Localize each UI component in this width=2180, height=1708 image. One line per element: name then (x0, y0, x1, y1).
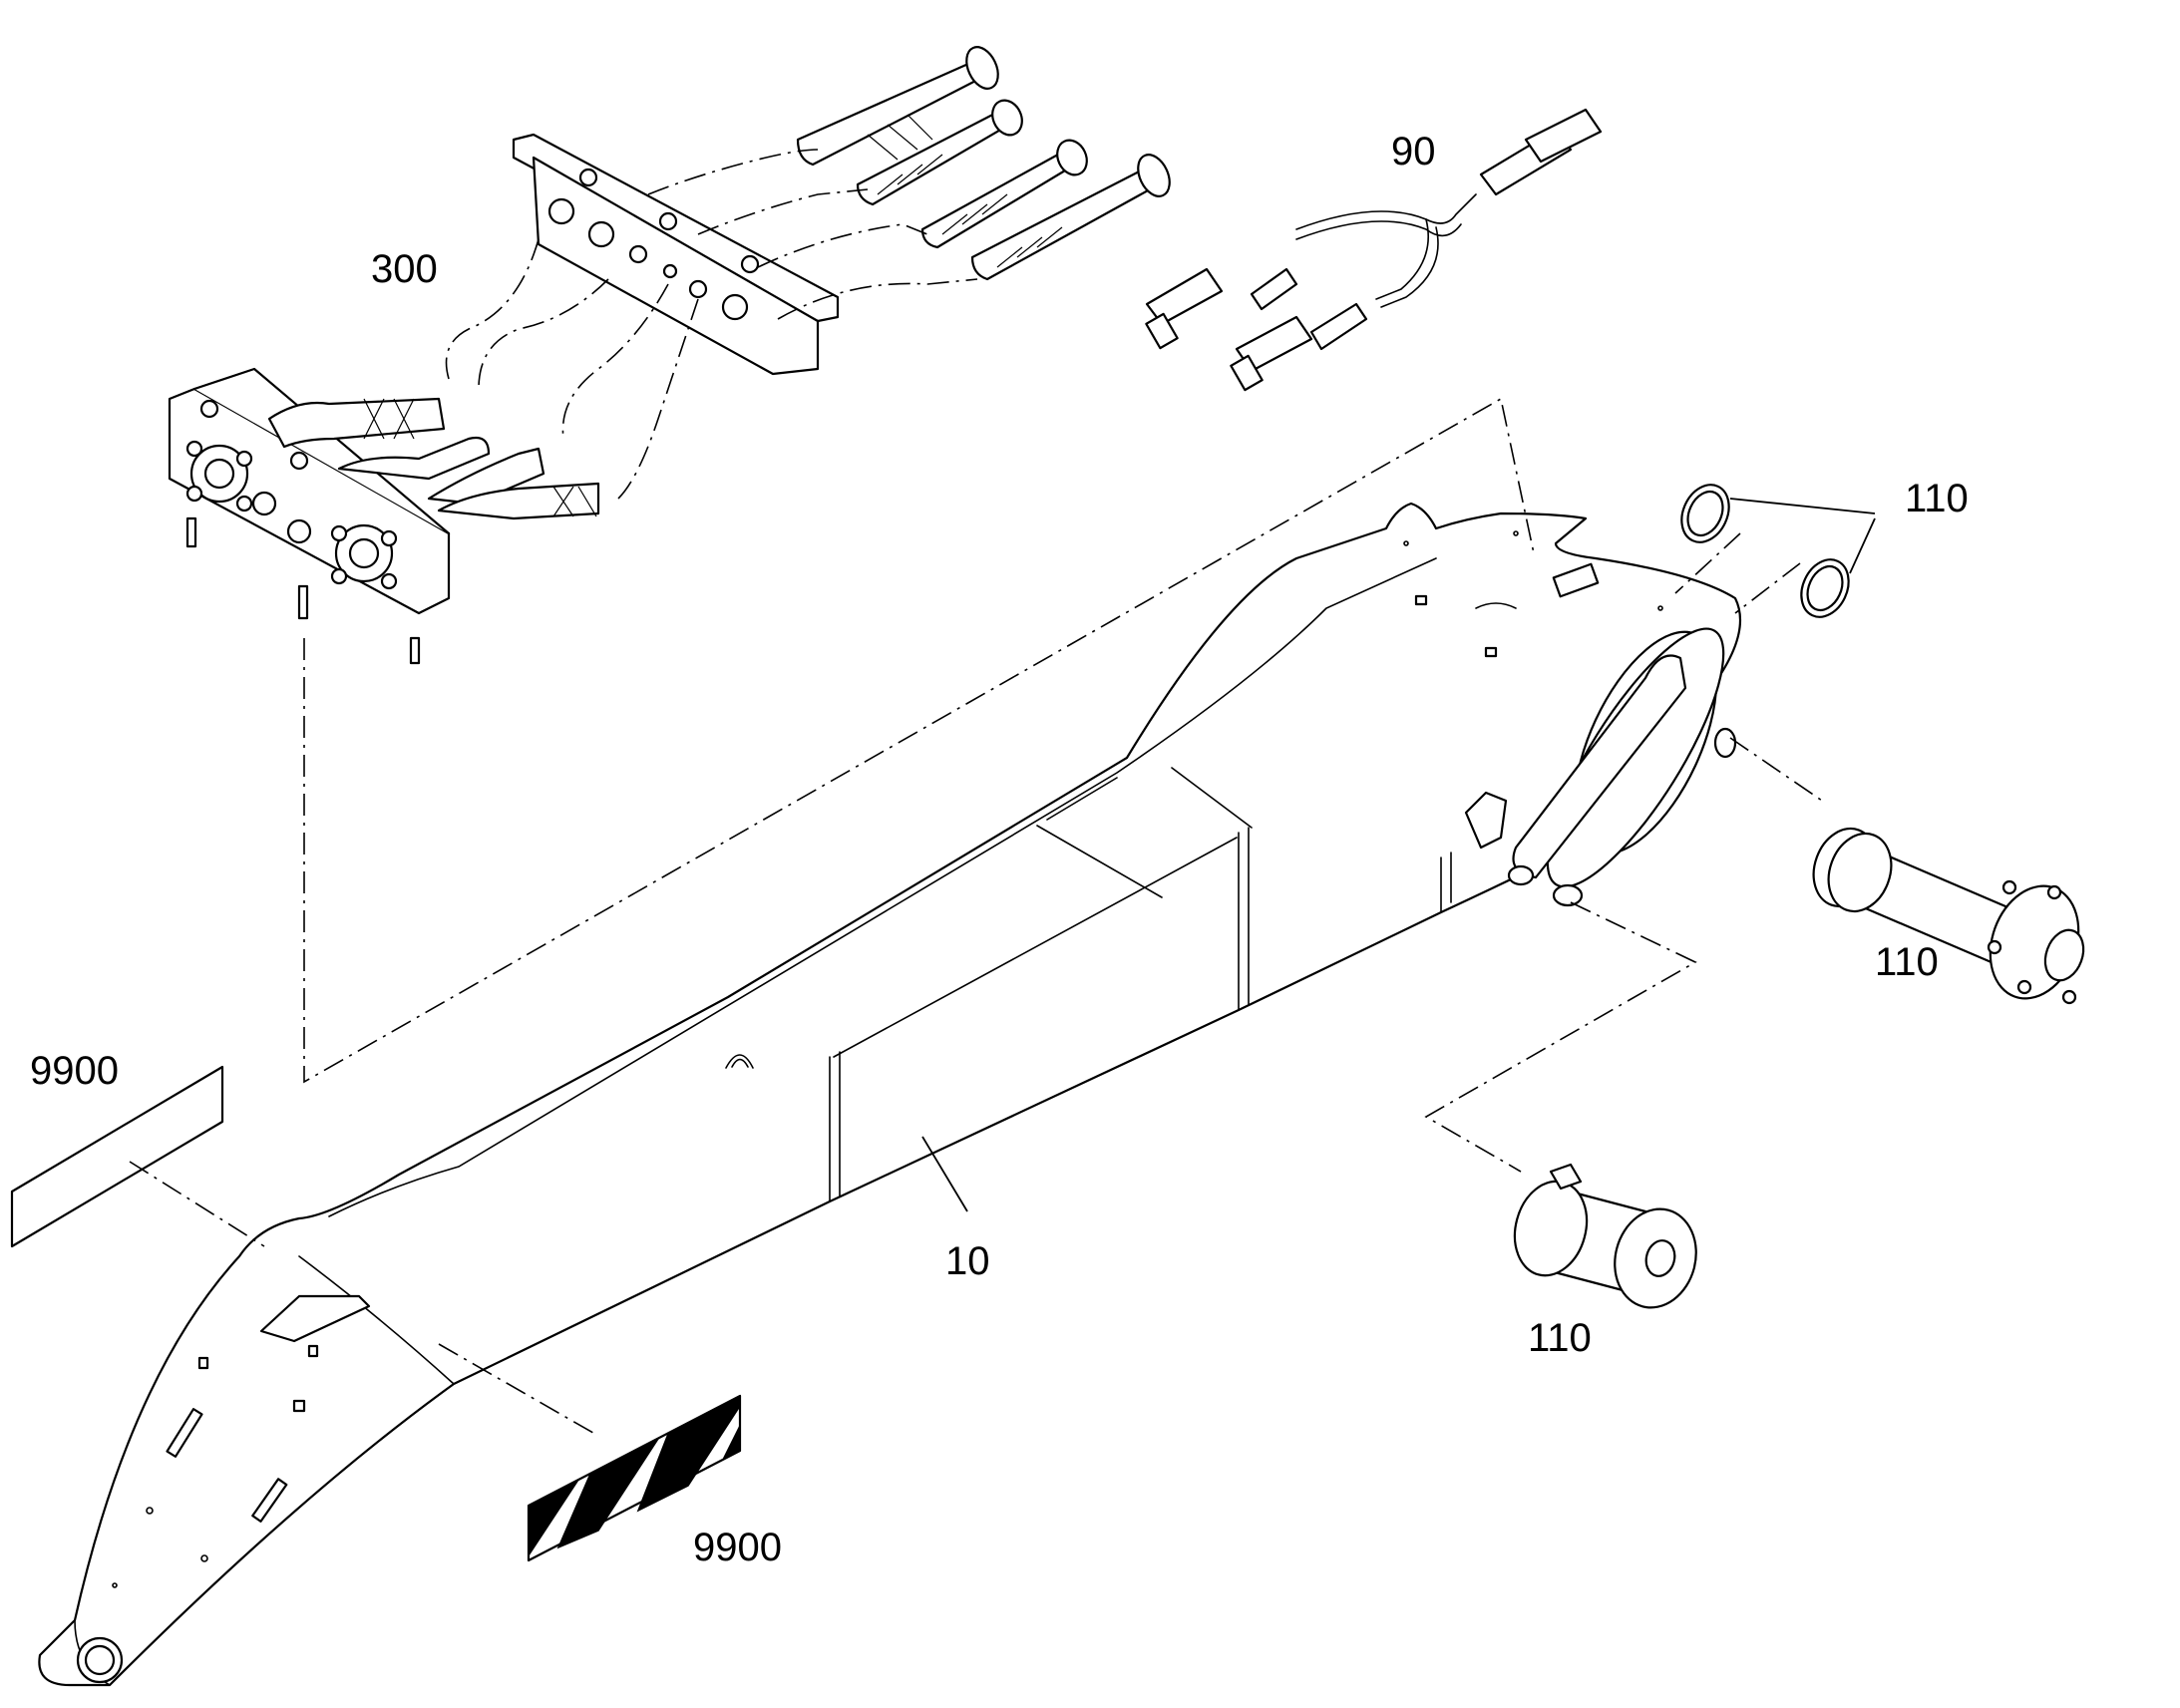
callout-300: 300 (371, 247, 438, 291)
callout-90: 90 (1391, 130, 1436, 173)
assembly-lines (129, 149, 1826, 1437)
callout-9900-top: 9900 (30, 1049, 119, 1093)
callout-leaders (921, 1136, 968, 1212)
callout-110-bushing: 110 (1528, 1316, 1592, 1360)
pivot-pin (1812, 827, 2085, 1005)
callout-10: 10 (945, 1239, 990, 1283)
valve-block-assembly (168, 133, 840, 665)
seal-rings (1680, 484, 1876, 618)
boom-arm (38, 502, 1742, 1687)
callout-9900-bottom: 9900 (693, 1526, 782, 1569)
decal-hazard-stripes (527, 1394, 742, 1562)
sensor-cable (1145, 108, 1603, 392)
callout-110-seals: 110 (1905, 477, 1969, 520)
decal-plain (10, 1065, 224, 1248)
bushing (1513, 1163, 1697, 1309)
callout-110-pin: 110 (1875, 940, 1939, 984)
hose-fittings (796, 46, 1171, 281)
